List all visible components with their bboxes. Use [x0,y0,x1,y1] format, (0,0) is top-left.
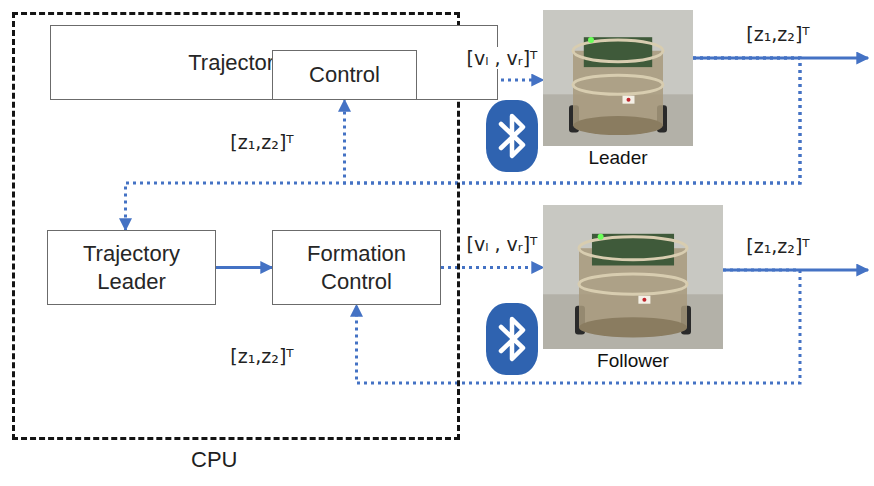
process-box: Trajectory Leader [47,230,216,305]
output-label: [z₁,z₂]ᵀ [744,23,811,45]
box-label: Control [309,61,380,89]
robot-illustration [543,205,723,349]
signal-link [441,266,543,269]
cpu-frame: CPUTrajectory DesignControlTrajectory Le… [12,12,460,440]
box-label: Formation Control [283,240,430,295]
process-box: Control [272,50,417,100]
output-label: [z₁,z₂]ᵀ [744,235,811,257]
bluetooth-icon [486,100,538,172]
robot-illustration [543,10,693,146]
process-box: Formation Control [272,230,441,305]
frame-title: CPU [191,447,237,473]
robot-photo: Leader [543,10,693,172]
robot-photo: Follower [543,205,723,375]
signal-label: [vₗ , vᵣ]ᵀ [465,233,540,255]
bluetooth-icon [486,303,538,375]
signal-label: [z₁,z₂]ᵀ [228,345,295,367]
data-flow-arrow [216,266,272,269]
signal-label: [z₁,z₂]ᵀ [228,131,295,153]
robot-name: Follower [594,350,672,375]
output-arrow [693,57,868,60]
robot-name: Leader [585,147,650,172]
box-label: Trajectory Leader [58,240,205,295]
